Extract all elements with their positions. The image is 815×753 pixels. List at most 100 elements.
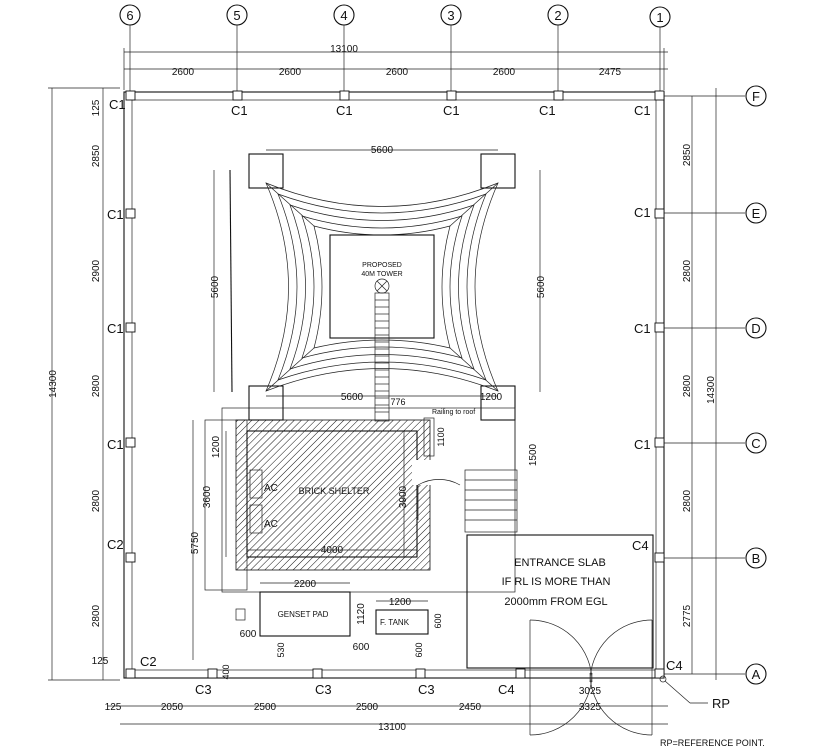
grid-bubble-c: C	[751, 436, 760, 451]
left-span-3: 2900	[91, 259, 102, 282]
railing-note: Railing to roof	[432, 409, 475, 416]
right-span-2: 2800	[682, 259, 693, 282]
bottom-span-4: 2500	[356, 702, 379, 713]
left-span-6: 2800	[91, 604, 102, 627]
genset-label: GENSET PAD	[278, 610, 329, 619]
right-span-1: 2850	[682, 143, 693, 166]
top-span-1: 2600	[172, 67, 195, 78]
bottom-span-1: 125	[105, 702, 122, 713]
col-label-c1: C1	[443, 103, 460, 118]
col-label-c1: C1	[109, 97, 126, 112]
grid-bubble-5: 5	[233, 8, 240, 23]
entrance-slab: ENTRANCE SLAB IF RL IS MORE THAN 2000mm …	[466, 534, 654, 736]
left-span-1: 125	[91, 99, 102, 116]
grid-letter-bubbles: F E D C B A	[664, 85, 767, 685]
col-label-c4: C4	[632, 538, 649, 553]
grid-bubble-2: 2	[554, 8, 561, 23]
grid-bubble-1: 1	[656, 10, 663, 25]
tank-dim-b: 600	[414, 642, 424, 657]
right-dimensions: 2850 2800 2800 2800 2775 14300	[682, 88, 717, 680]
col-label-c2: C2	[107, 537, 124, 552]
tank-label: F. TANK	[380, 618, 410, 627]
col-label-c3: C3	[195, 682, 212, 697]
top-span-5: 2475	[599, 67, 622, 78]
left-span-2: 2850	[91, 144, 102, 167]
col-label-c1: C1	[634, 437, 651, 452]
grid-bubble-3: 3	[447, 8, 454, 23]
col-label-c4: C4	[498, 682, 515, 697]
tower-label-line1: PROPOSED	[362, 262, 402, 269]
col-label-c1: C1	[107, 321, 124, 336]
shelter-dim-door: 1100	[436, 427, 446, 446]
entrance-dim-outer: 3325	[579, 702, 602, 713]
top-span-4: 2600	[493, 67, 516, 78]
bottom-dimensions: 125 2050 2500 2500 2450 13100	[105, 702, 668, 733]
entrance-line2: IF RL IS MORE THAN	[502, 576, 611, 588]
top-dimensions: 13100 2600 2600 2600 2600 2475	[123, 44, 668, 90]
bottom-span-3: 2500	[254, 702, 277, 713]
bottom-span-5: 2450	[459, 702, 482, 713]
top-overall-dim: 13100	[330, 44, 358, 55]
col-label-c3: C3	[418, 682, 435, 697]
col-label-c1: C1	[539, 103, 556, 118]
grid-bubble-6: 6	[126, 8, 133, 23]
reference-point: RP RP=REFERENCE POINT.	[659, 675, 765, 748]
right-span-3: 2800	[682, 374, 693, 397]
tower-dim-left: 5600	[210, 275, 221, 298]
grid-bubble-d: D	[751, 321, 760, 336]
col-label-c1: C1	[634, 321, 651, 336]
grid-number-bubbles: 6 5 4 3 2 1	[119, 4, 671, 28]
shelter-dim-width: 4000	[321, 545, 344, 556]
entrance-dim-small: 400	[221, 664, 231, 679]
tower-dim-bottom: 5600	[341, 392, 364, 403]
ac-unit-label-2: AC	[264, 519, 278, 530]
genset-dim-a: 600	[240, 629, 257, 640]
tower-dim-pad: 1200	[480, 392, 503, 403]
entrance-dim-inner: 3025	[579, 686, 602, 697]
genset-dim-width: 2200	[294, 579, 317, 590]
genset-dim-b: 530	[276, 642, 286, 657]
grid-bubble-a: A	[752, 667, 761, 682]
tower-base: PROPOSED 40M TOWER 5600 5600 776 1200 56…	[210, 145, 547, 422]
shelter-dim-height-left: 3600	[202, 485, 213, 508]
tower-dim-top: 5600	[371, 145, 394, 156]
col-label-c1: C1	[231, 103, 248, 118]
tank-dim-width: 1200	[389, 597, 412, 608]
col-label-c4: C4	[666, 658, 683, 673]
entrance-line3: 2000mm FROM EGL	[504, 596, 607, 608]
genset-pad: 2200 GENSET PAD 600 530 1120 600	[235, 579, 370, 658]
tower-dim-right: 5600	[536, 275, 547, 298]
ac-unit-label-1: AC	[264, 483, 278, 494]
right-overall-dim: 14300	[706, 376, 717, 404]
right-span-5: 2775	[682, 604, 693, 627]
column-labels: C1 C1 C1 C1 C1 C1 C1 C1 C1 C1 C1 C1 C2 C…	[107, 97, 683, 697]
shelter-dim-height-right: 3900	[398, 485, 409, 508]
grid-bubble-e: E	[752, 206, 761, 221]
columns	[125, 90, 665, 679]
right-span-4: 2800	[682, 489, 693, 512]
brick-shelter: AC AC BRICK SHELTER 4000 3600 1200 3900 …	[190, 407, 539, 660]
tower-label-line2: 40M TOWER	[361, 271, 402, 278]
grid-bubble-b: B	[752, 551, 761, 566]
top-span-3: 2600	[386, 67, 409, 78]
rp-note: RP=REFERENCE POINT.	[660, 738, 765, 748]
bottom-span-2: 2050	[161, 702, 184, 713]
left-span-4: 2800	[91, 374, 102, 397]
col-label-c3: C3	[315, 682, 332, 697]
col-label-c1: C1	[634, 103, 651, 118]
left-overall-dim: 14300	[48, 370, 59, 398]
shelter-label: BRICK SHELTER	[299, 486, 370, 496]
vertical-grid-lines	[129, 25, 661, 96]
left-dimensions: 14300 125 2850 2900 2800 2800 2800 125	[48, 87, 120, 681]
col-label-c1: C1	[107, 437, 124, 452]
tower-dim-stair: 776	[390, 397, 405, 407]
genset-dim-c: 600	[353, 642, 370, 653]
boundary-wall	[123, 91, 665, 679]
left-span-5: 2800	[91, 489, 102, 512]
rp-label: RP	[712, 696, 730, 711]
col-label-c1: C1	[107, 207, 124, 222]
col-label-c2: C2	[140, 654, 157, 669]
bottom-overall-dim: 13100	[378, 722, 406, 733]
steps-dim: 1500	[528, 443, 539, 466]
